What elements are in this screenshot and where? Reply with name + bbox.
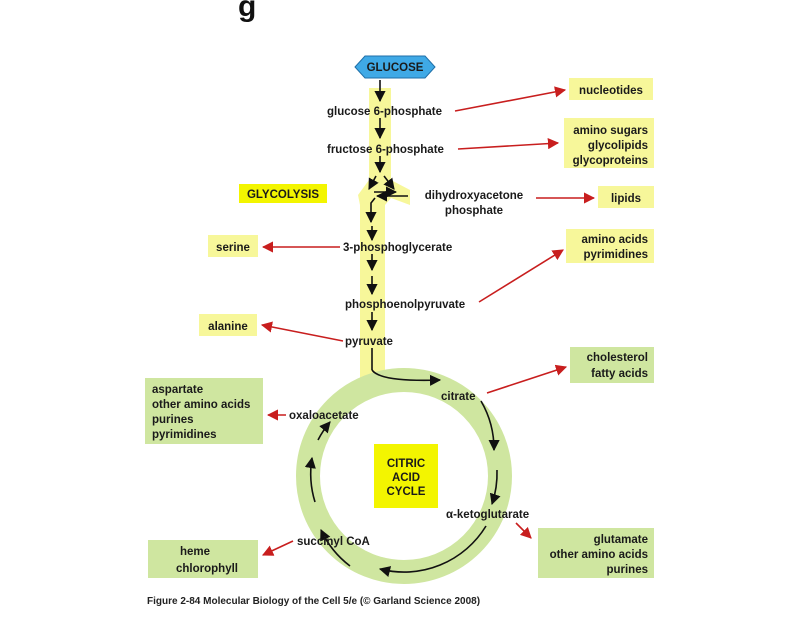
product-heme: heme chlorophyll — [148, 540, 258, 578]
intermediate-fructose-6-phosphate: fructose 6-phosphate — [327, 144, 444, 156]
cycle-label-line: CITRIC — [387, 458, 425, 470]
figure-caption: Figure 2-84 Molecular Biology of the Cel… — [147, 596, 480, 607]
svg-text:pyrimidines: pyrimidines — [583, 249, 648, 261]
svg-text:other amino acids: other amino acids — [152, 399, 250, 411]
svg-text:lipids: lipids — [611, 193, 641, 205]
header-title-fragment: g — [238, 0, 256, 23]
cycle-label-line: ACID — [392, 472, 420, 484]
svg-text:glutamate: glutamate — [594, 534, 648, 546]
cycle-arrows — [304, 369, 501, 577]
glucose-node: GLUCOSE — [354, 55, 436, 79]
svg-text:fatty acids: fatty acids — [591, 368, 648, 380]
product-serine: serine — [208, 235, 258, 257]
svg-text:pyrimidines: pyrimidines — [152, 429, 217, 441]
intermediate-oxaloacetate: oxaloacetate — [289, 410, 359, 422]
svg-text:chlorophyll: chlorophyll — [176, 563, 238, 575]
product-aspartate: aspartate other amino acids purines pyri… — [145, 378, 263, 444]
svg-text:heme: heme — [180, 546, 210, 558]
product-nucleotides: nucleotides — [569, 78, 653, 100]
intermediate-dhap: dihydroxyacetone — [425, 190, 523, 202]
svg-text:other amino acids: other amino acids — [550, 549, 648, 561]
svg-text:purines: purines — [606, 564, 648, 576]
svg-text:nucleotides: nucleotides — [579, 85, 643, 97]
intermediate-succinyl-coa: succinyl CoA — [297, 536, 370, 548]
svg-text:glycoproteins: glycoproteins — [573, 155, 648, 167]
svg-text:purines: purines — [152, 414, 194, 426]
intermediate-phosphoenolpyruvate: phosphoenolpyruvate — [345, 299, 465, 311]
svg-text:glycolipids: glycolipids — [588, 140, 648, 152]
product-amino-sugars: amino sugars glycolipids glycoproteins — [564, 118, 654, 168]
intermediate-alpha-ketoglutarate: α-ketoglutarate — [446, 509, 529, 521]
biosynthesis-arrows — [260, 86, 596, 556]
glucose-label: GLUCOSE — [367, 62, 424, 74]
product-alanine: alanine — [199, 314, 257, 336]
cycle-label-box — [374, 444, 438, 508]
svg-text:amino sugars: amino sugars — [573, 125, 648, 137]
product-lipids: lipids — [598, 186, 654, 208]
glycolysis-arrows — [365, 80, 408, 370]
svg-text:serine: serine — [216, 242, 250, 254]
product-cholesterol: cholesterol fatty acids — [570, 347, 654, 383]
intermediate-citrate: citrate — [441, 391, 476, 403]
intermediate-dhap: phosphate — [445, 205, 503, 217]
svg-text:cholesterol: cholesterol — [587, 352, 648, 364]
product-amino-acids-pyrimidines: amino acids pyrimidines — [566, 229, 654, 263]
glycolysis-label-box — [239, 184, 327, 203]
intermediate-pyruvate: pyruvate — [345, 336, 393, 348]
svg-text:alanine: alanine — [208, 321, 248, 333]
cycle-label-line: CYCLE — [387, 486, 426, 498]
intermediate-3-phosphoglycerate: 3-phosphoglycerate — [343, 242, 452, 254]
intermediate-glucose-6-phosphate: glucose 6-phosphate — [327, 106, 442, 118]
product-glutamate: glutamate other amino acids purines — [538, 528, 654, 578]
svg-text:amino acids: amino acids — [582, 234, 648, 246]
glycolysis-label: GLYCOLYSIS — [247, 189, 319, 201]
svg-text:aspartate: aspartate — [152, 384, 203, 396]
